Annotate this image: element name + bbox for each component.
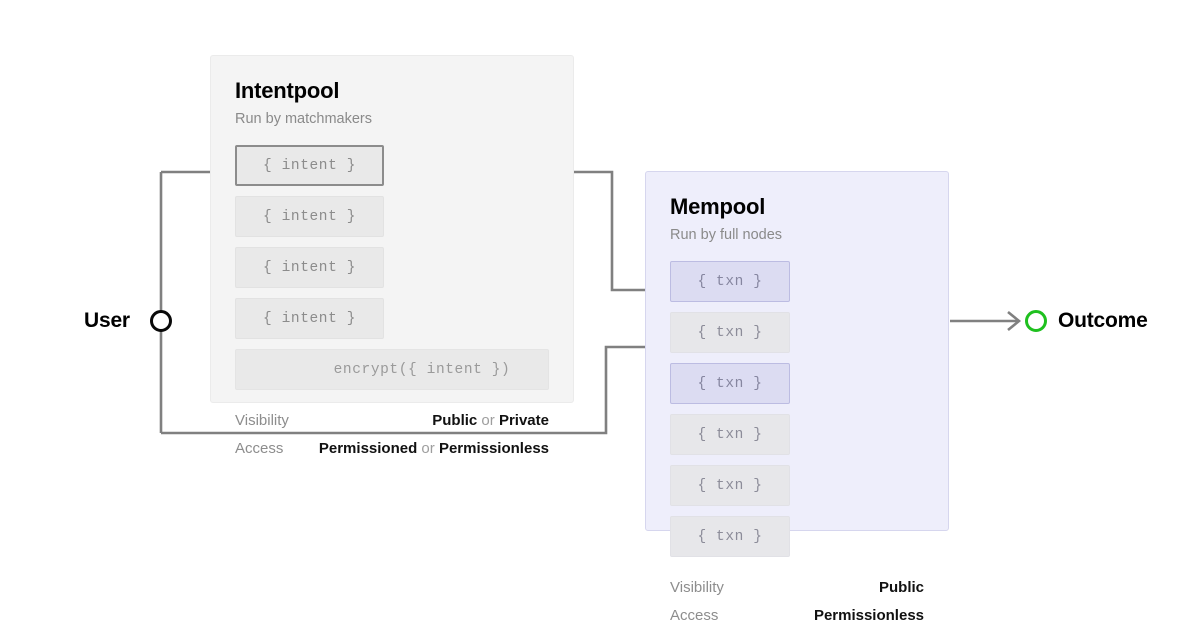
user-label: User [84, 309, 130, 332]
attribute-conjunction: or [477, 412, 499, 429]
intent-box[interactable]: { intent } [235, 298, 384, 339]
attribute-conjunction: or [417, 440, 439, 457]
attribute-value-first: Public [432, 412, 478, 429]
mempool-item-grid: { txn } { txn } { txn } { txn } { txn } … [670, 261, 924, 557]
attribute-key: Visibility [670, 579, 724, 596]
txn-box[interactable]: { txn } [670, 414, 790, 455]
mempool-subtitle: Run by full nodes [670, 227, 783, 243]
attribute-row-visibility: Visibility Public [670, 579, 924, 596]
attribute-value-second: Permissionless [438, 440, 549, 457]
user-node-circle-outline-icon [150, 310, 172, 332]
outcome-node-circle-outline-icon [1025, 310, 1047, 332]
intent-box[interactable]: { intent } [235, 196, 384, 237]
attribute-key: Access [670, 607, 719, 624]
attribute-value: Public or Private [432, 412, 549, 429]
attribute-key: Visibility [235, 412, 289, 429]
intent-box[interactable]: { intent } [235, 247, 384, 288]
intentpool-subtitle: Run by matchmakers [235, 111, 372, 127]
txn-box[interactable]: { txn } [670, 312, 790, 353]
attribute-value: Permissioned or Permissionless [319, 440, 549, 457]
intentpool-item-grid: { intent } { intent } { intent } { inten… [235, 145, 549, 390]
outcome-label: Outcome [1058, 309, 1148, 332]
attribute-row-access: Access Permissioned or Permissionless [235, 440, 549, 457]
attribute-value-second: Private [498, 412, 549, 429]
mempool-title: Mempool [670, 194, 766, 219]
connector-layer [159, 161, 1022, 435]
txn-box[interactable]: { txn } [670, 516, 790, 557]
mempool-attributes: Visibility Public Access Permissionless [670, 579, 924, 624]
txn-box[interactable]: { txn } [670, 363, 790, 404]
txn-box[interactable]: { txn } [670, 465, 790, 506]
attribute-value: Permissionless [813, 607, 924, 624]
arrowhead-into-outcome [1007, 310, 1022, 332]
diagram-canvas: Intentpool Run by matchmakers { intent }… [84, 55, 1148, 624]
intentpool-title: Intentpool [235, 78, 340, 103]
encrypted-intent-box[interactable]: encrypt({ intent }) [235, 349, 549, 390]
txn-box[interactable]: { txn } [670, 261, 790, 302]
attribute-row-access: Access Permissionless [670, 607, 924, 624]
intent-box[interactable]: { intent } [235, 145, 384, 186]
intentpool-attributes: Visibility Public or Private Access Perm… [235, 412, 549, 457]
intentpool-panel: Intentpool Run by matchmakers { intent }… [210, 55, 574, 457]
attribute-key: Access [235, 440, 284, 457]
mempool-panel: Mempool Run by full nodes { txn } { txn … [645, 171, 949, 624]
attribute-row-visibility: Visibility Public or Private [235, 412, 549, 429]
attribute-value: Public [878, 579, 924, 596]
attribute-value-first: Permissioned [318, 440, 418, 457]
